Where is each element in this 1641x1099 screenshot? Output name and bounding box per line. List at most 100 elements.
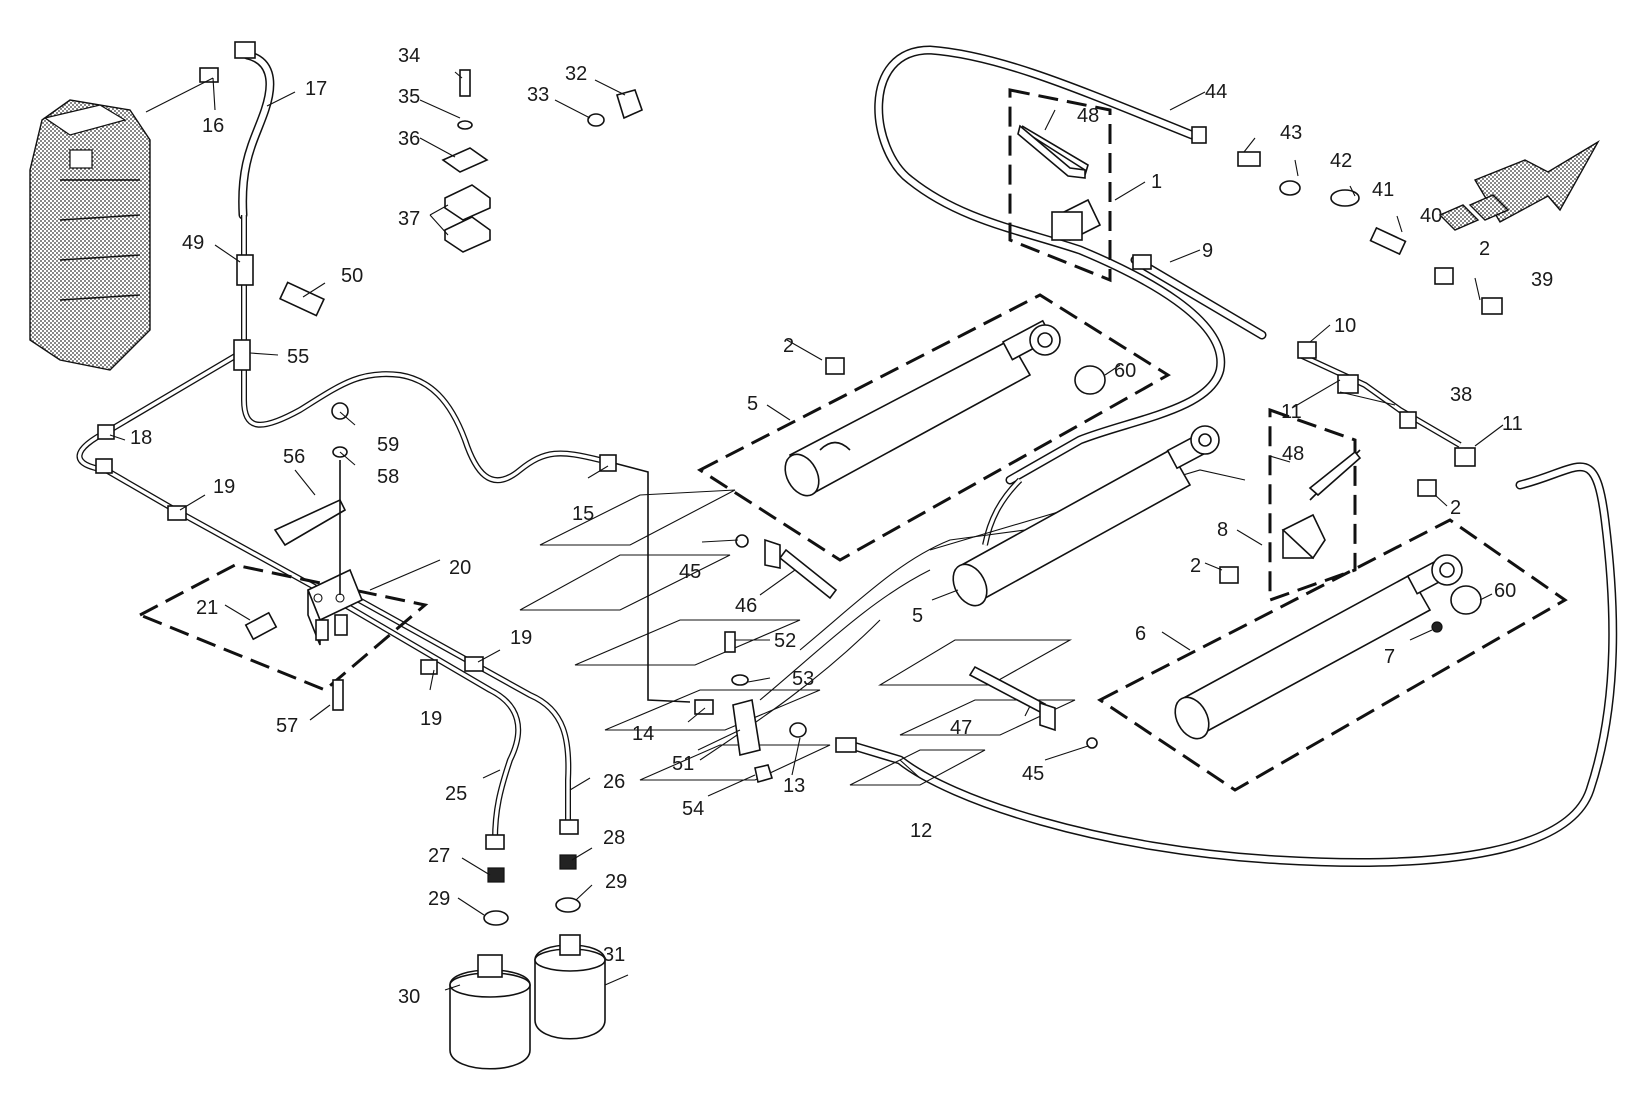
clamp-37a bbox=[444, 184, 491, 221]
nut-18b bbox=[95, 458, 113, 474]
bolt-57 bbox=[332, 679, 344, 711]
cylinder-6 bbox=[1174, 554, 1463, 740]
callout-8: 8 bbox=[1217, 519, 1228, 541]
callout-50: 50 bbox=[341, 265, 363, 287]
nut-2b bbox=[1219, 566, 1239, 584]
callout-48: 48 bbox=[1282, 443, 1304, 465]
callout-2: 2 bbox=[783, 335, 794, 357]
callout-33: 33 bbox=[527, 84, 549, 106]
accumulator-30 bbox=[449, 954, 531, 1070]
callout-56: 56 bbox=[283, 446, 305, 468]
callout-28: 28 bbox=[603, 827, 625, 849]
leader-lines bbox=[109, 71, 1504, 991]
callout-5: 5 bbox=[747, 393, 758, 415]
callout-2: 2 bbox=[1190, 555, 1201, 577]
clamp-set bbox=[441, 69, 643, 253]
tee-49 bbox=[236, 254, 254, 286]
bolt-34 bbox=[459, 69, 471, 97]
lever-48a bbox=[1017, 124, 1086, 179]
nut-2c bbox=[1417, 479, 1437, 497]
elbow-39 bbox=[1481, 297, 1503, 315]
callout-30: 30 bbox=[398, 986, 420, 1008]
small-fittings bbox=[95, 41, 1503, 753]
callout-19: 19 bbox=[510, 627, 532, 649]
callout-labels: 1 2 2 2 2 5 5 6 7 8 9 10 11 11 12 13 14 … bbox=[130, 45, 1553, 1008]
grease-nipple-45a bbox=[735, 534, 749, 548]
callout-32: 32 bbox=[565, 63, 587, 85]
callout-47: 47 bbox=[950, 717, 972, 739]
callout-59: 59 bbox=[377, 434, 399, 456]
valve-group-box-1 bbox=[1008, 88, 1112, 283]
callout-42: 42 bbox=[1330, 150, 1352, 172]
fitting-14 bbox=[694, 699, 714, 715]
group-boxes bbox=[136, 88, 1568, 792]
callout-13: 13 bbox=[783, 775, 805, 797]
hose-end-44 bbox=[1191, 126, 1207, 144]
lever-48b bbox=[1308, 450, 1362, 497]
tee-55 bbox=[233, 339, 251, 371]
callout-25: 25 bbox=[445, 783, 467, 805]
callout-29: 29 bbox=[428, 888, 450, 910]
tee-11a bbox=[1337, 374, 1359, 394]
callout-29: 29 bbox=[605, 871, 627, 893]
callout-55: 55 bbox=[287, 346, 309, 368]
fitting-17-end bbox=[234, 41, 256, 59]
plate-36 bbox=[441, 147, 489, 173]
nut-32 bbox=[615, 89, 643, 120]
cylinder-5-upper bbox=[784, 319, 1061, 497]
callout-6: 6 bbox=[1135, 623, 1146, 645]
switch-50 bbox=[279, 281, 325, 317]
callout-48: 48 bbox=[1077, 105, 1099, 127]
callout-11: 11 bbox=[1502, 413, 1523, 435]
block-group-box-20 bbox=[136, 563, 429, 692]
dust-cap-60a bbox=[1074, 365, 1106, 395]
washer-13 bbox=[789, 722, 807, 738]
nut-26 bbox=[559, 819, 579, 835]
callout-21: 21 bbox=[196, 597, 218, 619]
clamp-37b bbox=[444, 216, 491, 253]
callout-43: 43 bbox=[1280, 122, 1302, 144]
hose-end-9 bbox=[1132, 254, 1152, 270]
callout-10: 10 bbox=[1334, 315, 1356, 337]
fitting-27 bbox=[487, 867, 505, 883]
callout-17: 17 bbox=[305, 78, 327, 100]
bracket-51 bbox=[724, 631, 774, 784]
grease-nipple-45b bbox=[1086, 737, 1098, 749]
nut-38 bbox=[1399, 411, 1417, 429]
callout-58: 58 bbox=[377, 466, 399, 488]
valve-1 bbox=[1021, 125, 1102, 242]
callout-45: 45 bbox=[679, 561, 701, 583]
cylinder-5-lower bbox=[952, 425, 1220, 607]
callout-27: 27 bbox=[428, 845, 450, 867]
nut-25 bbox=[485, 834, 505, 850]
callout-34: 34 bbox=[398, 45, 420, 67]
fitting-28 bbox=[559, 854, 577, 870]
tee-11b bbox=[1454, 447, 1476, 467]
callout-53: 53 bbox=[792, 668, 814, 690]
callout-60: 60 bbox=[1494, 580, 1516, 602]
callout-54: 54 bbox=[682, 798, 704, 820]
callout-57: 57 bbox=[276, 715, 298, 737]
pin-47 bbox=[968, 665, 1056, 732]
callout-45: 45 bbox=[1022, 763, 1044, 785]
fitting-10 bbox=[1297, 341, 1317, 359]
callout-49: 49 bbox=[182, 232, 204, 254]
nut-15 bbox=[599, 454, 617, 472]
bracket-56 bbox=[273, 498, 347, 547]
callout-11: 11 bbox=[1281, 401, 1302, 423]
fitting-19b bbox=[420, 659, 438, 675]
cylinder-group-box-6 bbox=[1097, 518, 1568, 792]
pin-46 bbox=[764, 538, 838, 600]
washer-29a bbox=[483, 910, 509, 926]
callout-44: 44 bbox=[1205, 81, 1227, 103]
hose-end-12 bbox=[835, 737, 857, 753]
callout-60: 60 bbox=[1114, 360, 1136, 382]
washer-35 bbox=[457, 120, 473, 130]
callout-5: 5 bbox=[912, 605, 923, 627]
callout-52: 52 bbox=[774, 630, 796, 652]
direction-arrow-icon bbox=[1438, 140, 1600, 231]
callout-35: 35 bbox=[398, 86, 420, 108]
plug-7 bbox=[1431, 621, 1443, 633]
